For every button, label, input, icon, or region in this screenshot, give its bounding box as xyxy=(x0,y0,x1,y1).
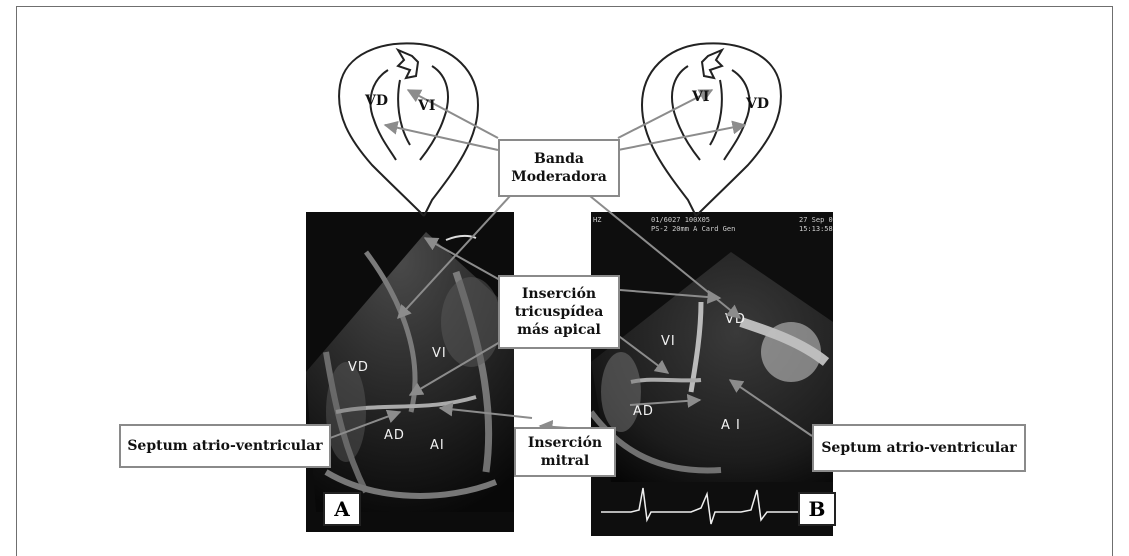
heart-outline-b xyxy=(642,43,781,216)
label-insercion-mitral: Inserción mitral xyxy=(514,427,616,477)
heart-b-label-vi: VI xyxy=(691,89,709,105)
panel-label-b: B xyxy=(798,492,836,526)
heart-a-label-vd: VD xyxy=(364,93,388,109)
label-septum-left: Septum atrio-ventricular xyxy=(119,424,331,468)
panel-label-a: A xyxy=(323,492,361,526)
heart-b-label-vd: VD xyxy=(745,96,769,112)
label-banda-moderadora: Banda Moderadora xyxy=(498,139,620,197)
label-insercion-tricuspidea: Inserción tricuspídea más apical xyxy=(498,275,620,349)
label-septum-right: Septum atrio-ventricular xyxy=(812,424,1026,472)
heart-a-label-vi: VI xyxy=(417,98,435,114)
